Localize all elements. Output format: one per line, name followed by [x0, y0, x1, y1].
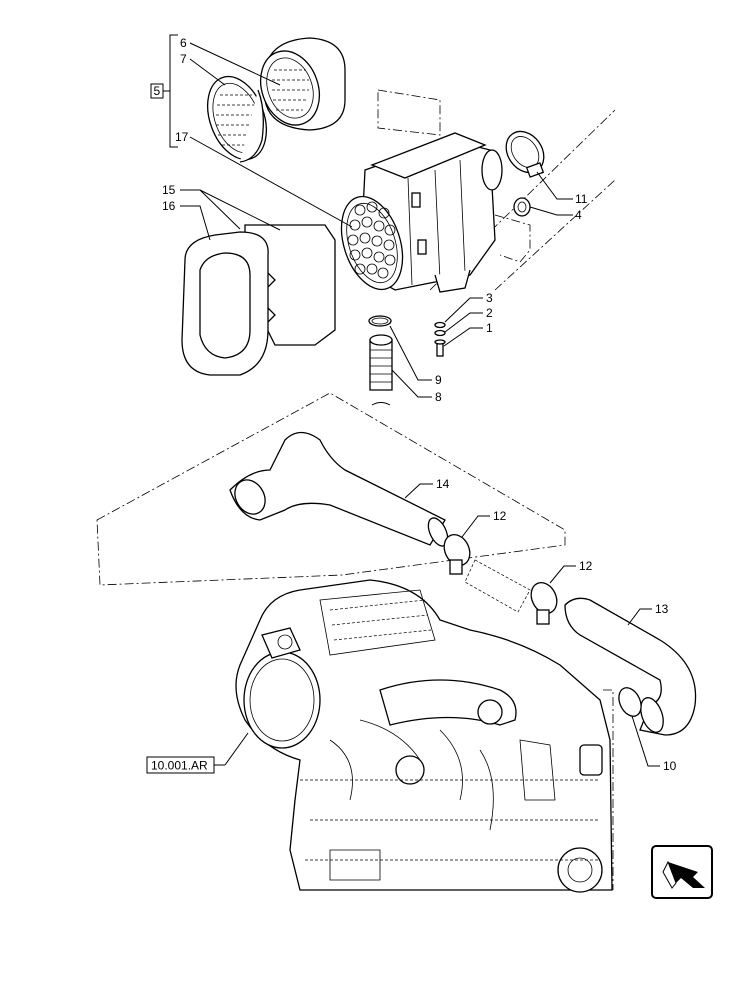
callout-8: 8 — [435, 390, 442, 404]
part-cap — [513, 197, 531, 217]
part-hose-clamp-right — [618, 687, 642, 717]
navigation-arrow-icon[interactable] — [651, 845, 713, 899]
group-outline-pipe — [96, 392, 566, 586]
callout-3: 3 — [486, 291, 493, 305]
part-hose-clamp-upper — [443, 533, 471, 575]
callout-2: 2 — [486, 306, 493, 320]
reference-label: 10.001.AR — [151, 759, 208, 773]
part-dust-valve — [369, 334, 393, 406]
callout-bracket-5: 5 — [150, 34, 178, 148]
callout-6: 6 — [180, 36, 187, 50]
callout-9: 9 — [435, 373, 442, 387]
callout-11: 11 — [575, 192, 588, 206]
part-hose-clamp-top — [505, 130, 545, 178]
part-hose-elbow — [564, 597, 697, 736]
part-bolt-and-washers — [434, 321, 446, 357]
callout-box-5 — [150, 83, 164, 99]
callout-13: 13 — [655, 602, 669, 616]
callout-15: 15 — [162, 183, 176, 197]
part-inner-safety-element — [207, 75, 267, 163]
callout-12-upper: 12 — [493, 509, 507, 523]
group-outline-engine — [603, 689, 614, 890]
callout-1: 1 — [486, 321, 493, 335]
callout-17: 17 — [175, 130, 189, 144]
callout-12-lower: 12 — [579, 559, 593, 573]
part-outer-filter-element — [260, 37, 346, 131]
part-engine-assembly — [235, 579, 613, 893]
leader-lines — [180, 42, 660, 767]
callout-4: 4 — [575, 208, 582, 222]
part-hose-clamp-lower — [530, 581, 558, 625]
part-seal-ring — [181, 231, 269, 376]
part-air-cleaner-housing — [340, 132, 531, 293]
callout-labels: 6 7 17 15 16 11 4 3 2 1 9 8 14 12 12 13 … — [162, 36, 677, 773]
part-clamp-small — [368, 315, 392, 327]
callout-5: 5 — [154, 84, 161, 98]
reference-callout[interactable]: 10.001.AR — [146, 732, 249, 774]
callout-7: 7 — [180, 52, 187, 66]
callout-10: 10 — [663, 759, 677, 773]
part-intake-pipe — [229, 431, 449, 547]
callout-16: 16 — [162, 199, 176, 213]
group-outline-upper — [377, 89, 616, 291]
part-connector-dotted — [464, 559, 531, 613]
callout-14: 14 — [436, 477, 450, 491]
